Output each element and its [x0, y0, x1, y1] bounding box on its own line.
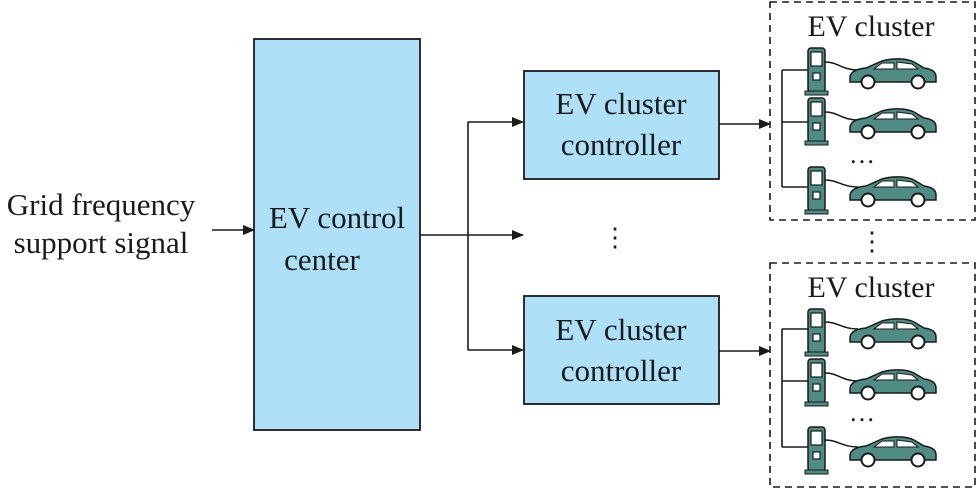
charger-icon — [804, 166, 829, 215]
control-center-block: EV control center — [253, 38, 421, 431]
input-signal-line1: Grid frequency — [7, 187, 196, 222]
cluster-2-border — [769, 262, 976, 488]
cluster-1-station-3 — [782, 166, 937, 215]
clusters-ellipsis: ⋮ — [859, 227, 885, 256]
car-icon — [849, 107, 937, 140]
input-signal-label: Grid frequency support signal — [7, 187, 196, 260]
car-icon — [849, 175, 937, 208]
car-icon — [849, 368, 937, 401]
control-center-line1: EV control — [269, 200, 405, 235]
cluster-controller-2-line1: EV cluster — [555, 312, 687, 347]
branch-connectors — [420, 117, 524, 355]
charger-icon — [804, 97, 829, 146]
cluster-2-ellipsis: … — [849, 398, 875, 427]
cluster-1-station-2 — [782, 97, 937, 146]
input-signal-line2: support signal — [14, 225, 189, 260]
ev-cluster-1: EV cluster … — [769, 1, 976, 221]
charger-icon — [804, 426, 829, 475]
cluster-1-border — [769, 1, 976, 221]
cluster-controller-1-line2: controller — [561, 127, 682, 162]
cluster-2-station-2 — [782, 358, 937, 407]
cluster-1-title: EV cluster — [808, 10, 935, 43]
cluster-1-ellipsis: … — [849, 140, 875, 169]
car-icon — [849, 317, 937, 350]
cluster-controller-1-line1: EV cluster — [555, 86, 687, 121]
charger-icon — [804, 308, 829, 357]
car-icon — [849, 57, 937, 90]
cluster-2-title: EV cluster — [808, 271, 935, 304]
cluster-controller-2: EV cluster controller — [523, 295, 720, 405]
controllers-ellipsis: ⋮ — [602, 223, 628, 252]
cluster-controller-1: EV cluster controller — [523, 70, 720, 180]
charger-icon — [804, 47, 829, 96]
cluster-2-station-1 — [782, 308, 937, 357]
cluster-1-station-1 — [782, 47, 937, 96]
control-center-line2: center — [284, 242, 360, 277]
cluster-controller-2-line2: controller — [561, 353, 682, 388]
ev-cluster-2: EV cluster … — [769, 262, 976, 488]
charger-icon — [804, 358, 829, 407]
car-icon — [849, 435, 937, 468]
cluster-2-station-3 — [782, 426, 937, 475]
